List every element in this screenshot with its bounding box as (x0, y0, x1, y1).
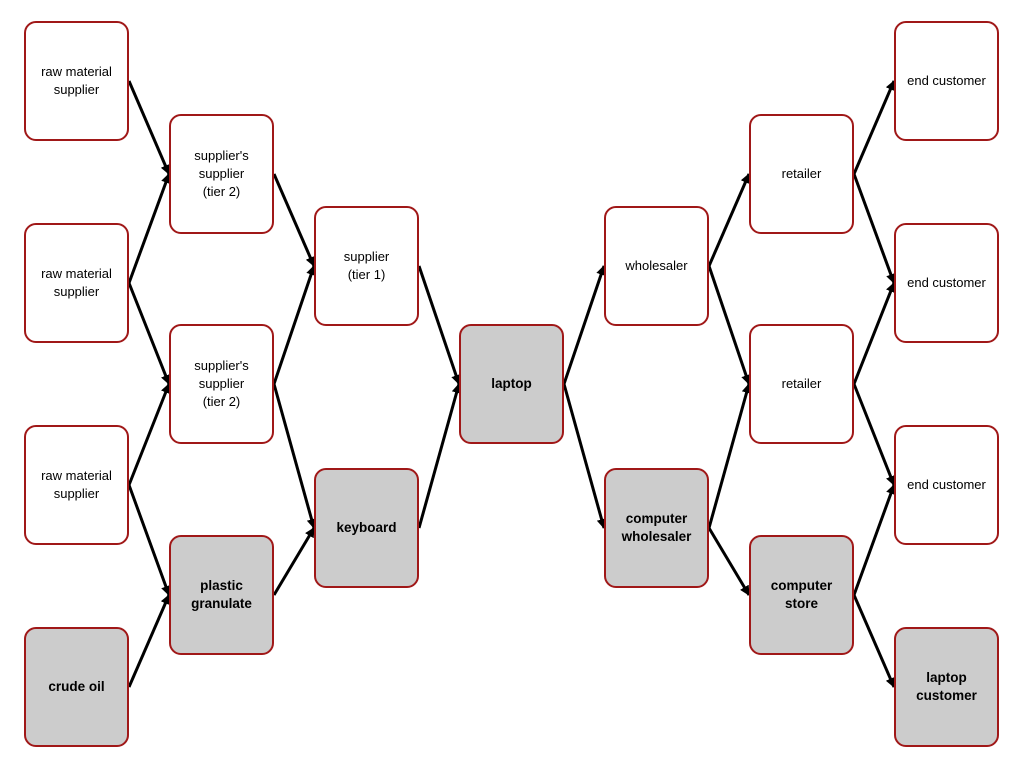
node-retailer-2: retailer (749, 324, 854, 444)
node-keyboard: keyboard (314, 468, 419, 588)
node-label: end customer (907, 275, 986, 290)
arrow-ret1-to-ec1 (852, 80, 896, 175)
arrow-compwh-to-ret2 (707, 383, 752, 529)
node-label: supplier's supplier (tier 2) (194, 148, 249, 199)
arrow-ret1-to-ec2 (852, 173, 896, 284)
arrow-rm1-to-ss1 (127, 80, 171, 175)
node-computer-store: computer store (749, 535, 854, 655)
node-label: computer wholesaler (621, 511, 692, 544)
arrow-compstore-to-ec3 (852, 484, 896, 596)
node-label: raw material supplier (41, 468, 112, 501)
node-suppliers-supplier-tier2-2: supplier's supplier (tier 2) (169, 324, 274, 444)
node-wholesaler: wholesaler (604, 206, 709, 326)
node-label: raw material supplier (41, 266, 112, 299)
arrow-laptop-to-wholesaler (562, 265, 606, 385)
node-label: laptop (491, 376, 532, 391)
node-label: wholesaler (625, 258, 688, 273)
node-suppliers-supplier-tier2-1: supplier's supplier (tier 2) (169, 114, 274, 234)
node-label: retailer (781, 166, 822, 181)
node-retailer-1: retailer (749, 114, 854, 234)
arrow-ret2-to-ec2 (852, 282, 896, 385)
node-label: computer store (770, 578, 833, 611)
node-raw-material-supplier-2: raw material supplier (24, 223, 129, 343)
arrow-rm2-to-ss1 (127, 173, 171, 284)
node-laptop: laptop (459, 324, 564, 444)
node-computer-wholesaler: computer wholesaler (604, 468, 709, 588)
node-label: crude oil (48, 679, 105, 694)
arrow-rm3-to-ss2 (127, 383, 171, 486)
node-label: end customer (907, 477, 986, 492)
arrow-sup1-to-laptop (417, 265, 461, 385)
node-label: raw material supplier (41, 64, 112, 97)
node-label: supplier (tier 1) (343, 249, 390, 282)
node-label: retailer (781, 376, 822, 391)
arrow-ss1-to-sup1 (272, 173, 316, 267)
arrow-rm3-to-plastic (127, 484, 171, 596)
node-label: keyboard (336, 520, 397, 535)
node-end-customer-2: end customer (894, 223, 999, 343)
arrow-ret2-to-ec3 (852, 383, 896, 486)
arrow-ss2-to-keyboard (272, 383, 317, 529)
node-end-customer-1: end customer (894, 21, 999, 141)
node-raw-material-supplier-3: raw material supplier (24, 425, 129, 545)
node-label: laptop customer (916, 670, 977, 703)
arrow-crude-to-plastic (127, 594, 171, 688)
arrow-ss2-to-sup1 (272, 265, 316, 385)
node-crude-oil: crude oil (24, 627, 129, 747)
node-end-customer-3: end customer (894, 425, 999, 545)
arrow-wholesaler-to-ret2 (707, 265, 751, 385)
node-plastic-granulate: plastic granulate (169, 535, 274, 655)
arrow-wholesaler-to-ret1 (707, 173, 751, 267)
node-label: end customer (907, 73, 986, 88)
node-laptop-customer: laptop customer (894, 627, 999, 747)
arrow-compwh-to-compstore (707, 527, 751, 596)
node-label: plastic granulate (191, 578, 252, 611)
arrow-keyboard-to-laptop (417, 383, 462, 529)
node-raw-material-supplier-1: raw material supplier (24, 21, 129, 141)
node-supplier-tier1: supplier (tier 1) (314, 206, 419, 326)
arrow-compstore-to-lapcust (852, 594, 896, 688)
arrow-laptop-to-compwh (562, 383, 607, 529)
arrow-plastic-to-keyboard (272, 527, 316, 596)
arrow-rm2-to-ss2 (127, 282, 171, 385)
node-label: supplier's supplier (tier 2) (194, 358, 249, 409)
